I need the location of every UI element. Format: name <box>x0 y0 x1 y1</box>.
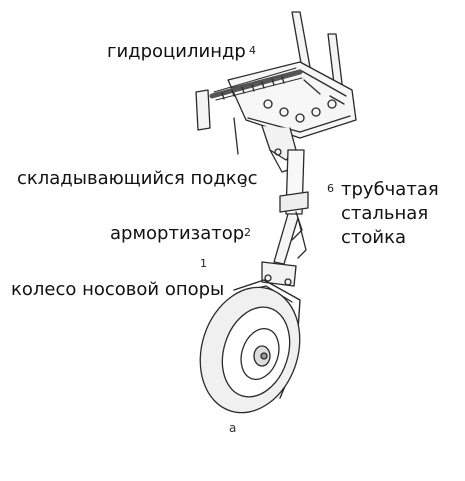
number-3: 3 <box>240 177 247 190</box>
label-nose-wheel: колесо носовой опоры <box>11 279 225 300</box>
label-folding-strut: складывающийся подкос <box>17 168 258 189</box>
shock-absorber <box>261 213 307 287</box>
number-1: 1 <box>200 257 207 270</box>
number-2: 2 <box>244 226 251 239</box>
figure-caption: а <box>229 421 237 435</box>
number-6: 6 <box>327 182 334 195</box>
label-hydraulic-cylinder: гидроцилиндр <box>107 41 246 62</box>
label-shock-absorber: армортизатор <box>110 223 245 244</box>
label-tubular-strut-line2: стальная <box>341 203 429 224</box>
number-4: 4 <box>249 44 256 57</box>
label-tubular-strut-line1: трубчатая <box>341 179 439 200</box>
nose-wheel <box>199 286 301 414</box>
hydraulic-cylinder <box>209 67 303 101</box>
label-tubular-strut-line3: стойка <box>341 227 406 248</box>
